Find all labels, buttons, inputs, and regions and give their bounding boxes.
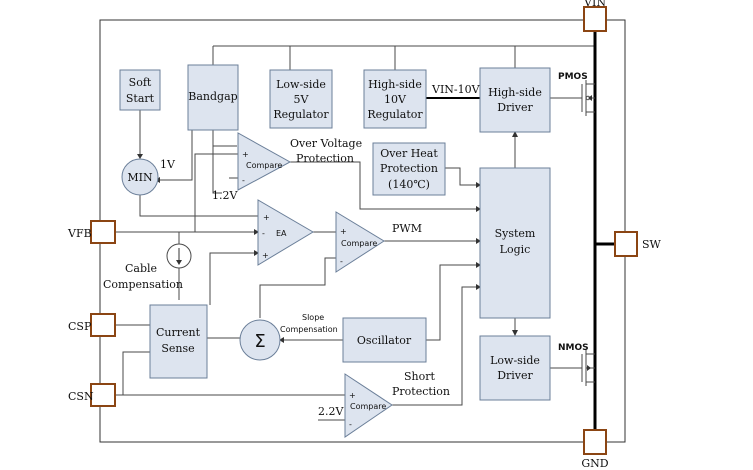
svg-text:+: + — [340, 227, 347, 236]
pin-gnd: GND — [581, 429, 609, 470]
block-soft-start: Soft Start — [119, 69, 161, 111]
pin-vfb: VFB — [67, 220, 116, 244]
svg-text:Compare: Compare — [341, 239, 377, 248]
block-current-sense: Current Sense — [149, 304, 208, 379]
nmos-transistor — [581, 350, 595, 386]
svg-text:Current: Current — [156, 326, 201, 339]
amp-ea: + - EA + — [257, 199, 314, 266]
svg-text:VIN: VIN — [583, 0, 606, 9]
label-short-protection: Protection — [392, 385, 450, 398]
cable-compensation-source — [166, 243, 192, 269]
svg-text:Soft: Soft — [129, 76, 152, 89]
label-protection-ov: Protection — [296, 152, 354, 165]
svg-text:MIN: MIN — [127, 171, 153, 184]
svg-text:Regulator: Regulator — [273, 108, 329, 121]
label-nmos: NMOS — [558, 343, 589, 353]
svg-text:Bandgap: Bandgap — [188, 90, 237, 103]
svg-text:High-side: High-side — [488, 86, 542, 99]
block-highside-regulator: High-side 10V Regulator — [363, 69, 427, 129]
svg-text:+: + — [242, 150, 249, 159]
svg-text:CSP: CSP — [68, 320, 92, 333]
block-sigma: Σ — [239, 319, 281, 361]
svg-text:(140℃): (140℃) — [388, 178, 430, 191]
label-over-voltage: Over Voltage — [290, 137, 362, 150]
label-vin-10v: VIN-10V — [431, 83, 481, 96]
svg-text:High-side: High-side — [368, 78, 422, 91]
svg-text:VFB: VFB — [67, 227, 92, 240]
svg-text:10V: 10V — [384, 93, 407, 106]
block-system-logic: System Logic — [479, 167, 551, 319]
label-slope: Slope — [302, 313, 324, 322]
pin-vin: VIN — [583, 0, 607, 32]
label-pwm: PWM — [392, 222, 422, 235]
svg-text:+: + — [262, 251, 269, 260]
svg-text:5V: 5V — [294, 93, 310, 106]
label-2-2v: 2.2V — [318, 405, 344, 418]
svg-text:+: + — [349, 391, 356, 400]
amp-compare-ov: + - Compare — [237, 132, 292, 191]
svg-text:Start: Start — [126, 92, 155, 105]
svg-text:Driver: Driver — [497, 101, 533, 114]
svg-text:Low-side: Low-side — [276, 78, 326, 91]
svg-text:EA: EA — [276, 229, 287, 238]
svg-text:Low-side: Low-side — [490, 354, 540, 367]
pin-sw: SW — [614, 231, 662, 257]
svg-text:Protection: Protection — [380, 162, 438, 175]
label-cable: Cable — [125, 262, 157, 275]
svg-text:GND: GND — [581, 457, 608, 470]
block-bandgap: Bandgap — [187, 64, 239, 131]
label-1v: 1V — [160, 158, 176, 171]
svg-text:Compare: Compare — [350, 402, 386, 411]
svg-text:Σ: Σ — [254, 331, 265, 352]
amp-compare-pwm: + - Compare — [335, 211, 385, 273]
pin-csp: CSP — [68, 313, 116, 337]
svg-text:+: + — [263, 213, 270, 222]
block-over-heat-protection: Over Heat Protection (140℃) — [372, 142, 446, 196]
pin-csn: CSN — [68, 383, 116, 407]
svg-text:Regulator: Regulator — [367, 108, 423, 121]
block-highside-driver: High-side Driver — [479, 67, 551, 133]
label-compensation: Compensation — [103, 278, 183, 291]
svg-text:SW: SW — [642, 238, 662, 251]
block-lowside-driver: Low-side Driver — [479, 335, 551, 401]
block-lowside-regulator: Low-side 5V Regulator — [269, 69, 333, 129]
label-short: Short — [404, 370, 436, 383]
arrows — [137, 131, 518, 343]
svg-text:Over Heat: Over Heat — [380, 147, 438, 160]
svg-text:Sense: Sense — [161, 342, 194, 355]
label-1-2v: 1.2V — [212, 189, 238, 202]
amp-compare-short: + - Compare — [344, 373, 393, 438]
svg-text:-: - — [262, 229, 265, 238]
svg-text:CSN: CSN — [68, 390, 94, 403]
pmos-transistor — [581, 80, 595, 116]
wires — [115, 45, 595, 421]
svg-text:-: - — [349, 420, 352, 429]
svg-text:Logic: Logic — [500, 243, 531, 256]
svg-text:Oscillator: Oscillator — [357, 334, 412, 347]
label-pmos: PMOS — [558, 72, 588, 82]
svg-text:-: - — [242, 176, 245, 185]
label-slope-compensation: Compensation — [280, 325, 338, 334]
block-oscillator: Oscillator — [342, 317, 427, 363]
svg-text:Driver: Driver — [497, 369, 533, 382]
svg-text:System: System — [495, 227, 536, 240]
svg-text:Compare: Compare — [246, 161, 282, 170]
svg-text:-: - — [340, 257, 343, 266]
block-min: MIN — [121, 158, 159, 196]
